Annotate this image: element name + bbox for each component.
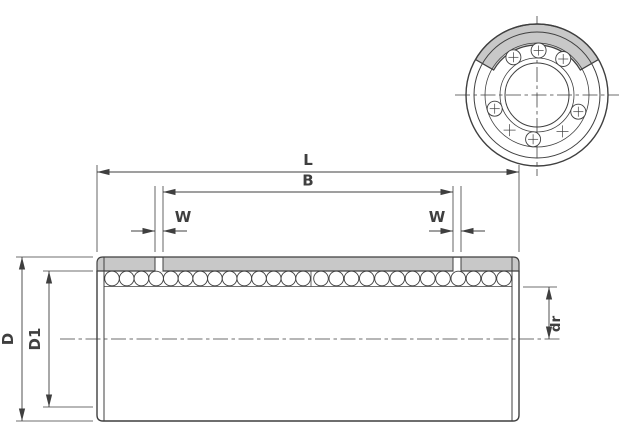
dim-D1: D1 [26,270,93,408]
dim-label-groove-width-left: W [175,208,192,226]
ball [163,270,179,287]
ball [313,270,329,287]
ball [104,270,120,287]
ball-row-left [104,270,311,287]
dim-L: L [96,151,520,252]
ball [236,270,253,287]
ball [118,270,135,287]
dim-D: D [0,256,93,422]
ball [450,270,467,287]
side-view [60,256,562,422]
ball [389,270,406,287]
front-view [455,16,619,176]
ball [265,270,282,287]
dim-label-length: L [303,151,313,169]
ball [192,270,208,287]
ball [148,270,164,287]
body-outline [96,270,520,422]
dim-label-groove-width-right: W [429,208,446,226]
ball [221,270,238,287]
groove-left [154,257,164,272]
front-ball-crosshairs [489,45,584,145]
ball [177,270,194,287]
ball [295,270,311,287]
ball [207,270,223,287]
ball [374,270,390,287]
ball [465,270,482,287]
dim-W-right: W [429,208,485,235]
ball [280,270,297,287]
dim-dr: dr [523,286,564,339]
ball [404,270,421,287]
groove-right [452,257,462,272]
ball [420,270,436,287]
ball [133,270,150,287]
dim-label-between-grooves: B [302,172,313,190]
dim-label-bore-diameter: dr [548,316,564,333]
ball [359,270,375,287]
dim-label-outer-diameter: D [0,333,17,345]
ball [251,270,267,287]
ball [496,270,512,287]
dim-B: B [154,172,462,252]
dim-label-inner-sleeve-diameter: D1 [26,328,44,351]
ball [481,270,497,287]
ball-row-right [313,270,512,287]
ball [328,270,345,287]
ball [435,270,451,287]
dim-W-left: W [131,208,192,235]
outer-sleeve-band [96,256,520,272]
ball [343,270,360,287]
